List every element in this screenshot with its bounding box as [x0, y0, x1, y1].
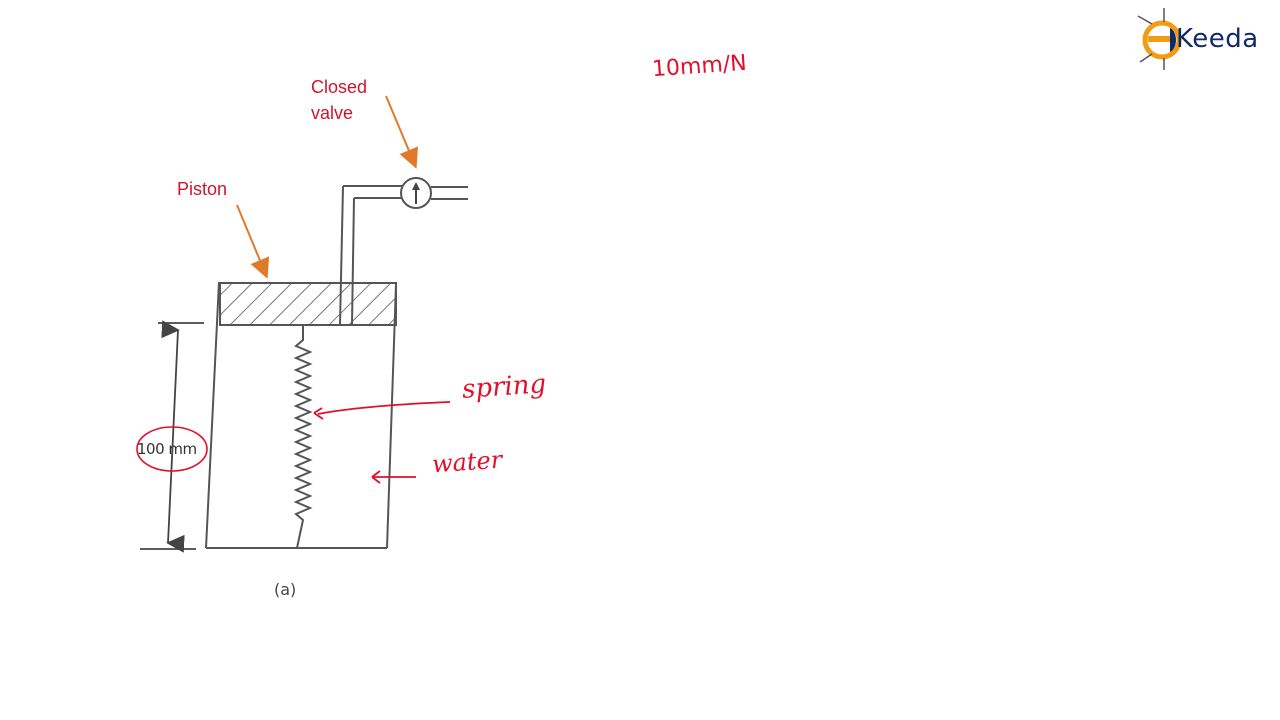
- figure-caption: (a): [274, 580, 297, 599]
- ekeeda-logo: Keeda: [1134, 6, 1274, 72]
- valve: [400, 177, 432, 209]
- piston: [219, 282, 397, 326]
- cylinder: [205, 281, 397, 549]
- handwritten-arrows: [313, 401, 451, 484]
- logo-wordmark: Keeda: [1176, 24, 1259, 54]
- water-annotation: water: [431, 445, 504, 479]
- logo-mark-icon: [1137, 8, 1182, 70]
- closed-valve-label-line2: valve: [311, 103, 354, 123]
- closed-valve-label-line1: Closed: [311, 77, 368, 97]
- dimension-line: [140, 320, 204, 553]
- pointer-arrows: [236, 95, 419, 279]
- pipe: [339, 185, 468, 326]
- dimension-highlight-circle: [136, 426, 208, 472]
- piston-label: Piston: [177, 179, 228, 199]
- spring-annotation: spring: [461, 369, 548, 405]
- spring-coil: [293, 326, 313, 549]
- dimension-label: 100 mm: [137, 440, 197, 458]
